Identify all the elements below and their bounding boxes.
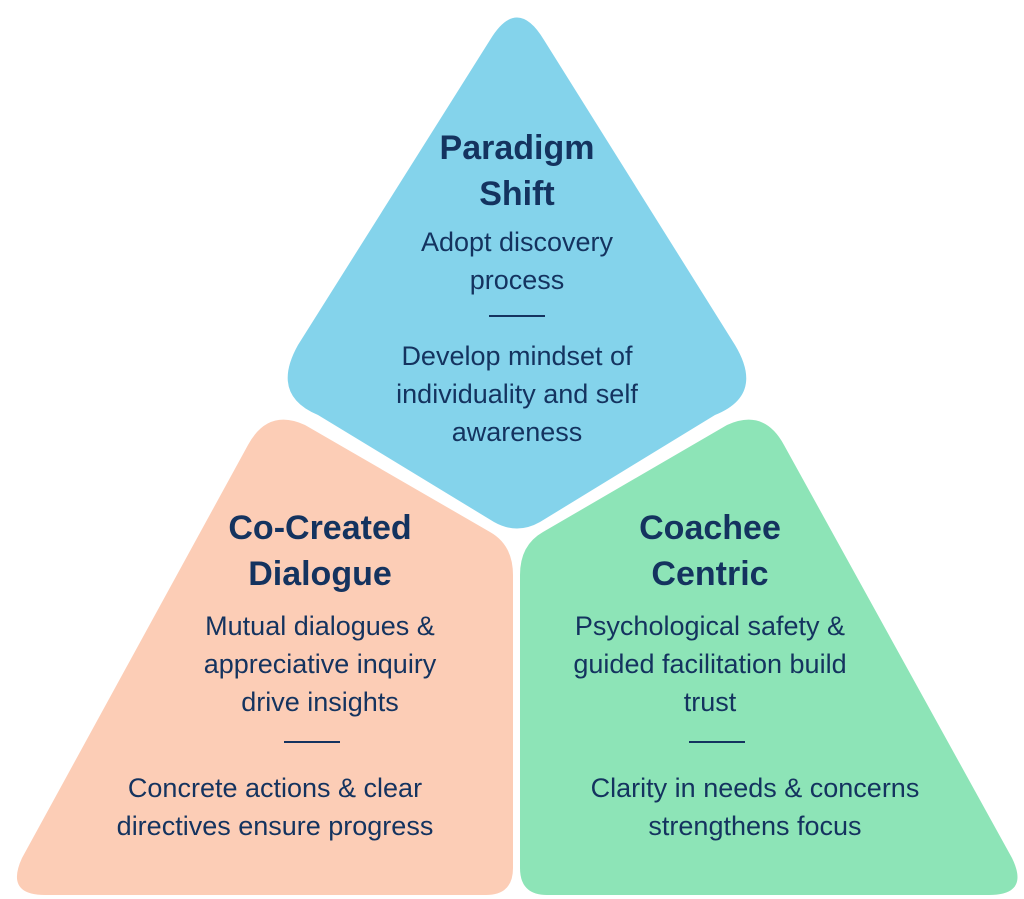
text-line: Develop mindset of: [401, 341, 633, 371]
title-line: Paradigm: [439, 129, 595, 167]
coachee-centric-content: Coachee Centric Psychological safety & g…: [530, 505, 980, 845]
text-line: strengthens focus: [648, 811, 862, 841]
paradigm-shift-title: Paradigm Shift: [337, 125, 697, 217]
text-line: Concrete actions & clear: [127, 773, 423, 803]
text-line: trust: [683, 687, 737, 717]
title-line: Centric: [651, 555, 769, 593]
text-line: directives ensure progress: [116, 811, 434, 841]
coachee-centric-point-1: Psychological safety & guided facilitati…: [530, 607, 980, 721]
coachee-centric-segment: [520, 419, 1018, 895]
co-created-dialogue-title: Co-Created Dialogue: [40, 505, 510, 597]
text-line: Mutual dialogues &: [205, 611, 435, 641]
text-line: awareness: [451, 417, 583, 447]
co-created-dialogue-segment: [16, 419, 514, 895]
divider: [489, 315, 545, 317]
text-line: individuality and self: [396, 379, 638, 409]
divider: [689, 741, 745, 743]
text-line: guided facilitation build: [573, 649, 847, 679]
paradigm-shift-content: Paradigm Shift Adopt discovery process D…: [337, 125, 697, 451]
co-created-dialogue-content: Co-Created Dialogue Mutual dialogues & a…: [40, 505, 510, 845]
co-created-dialogue-point-1: Mutual dialogues & appreciative inquiry …: [40, 607, 510, 721]
title-line: Coachee: [639, 509, 781, 547]
title-line: Shift: [479, 175, 555, 213]
text-line: Clarity in needs & concerns: [590, 773, 920, 803]
title-line: Dialogue: [248, 555, 392, 593]
text-line: appreciative inquiry: [203, 649, 437, 679]
paradigm-shift-point-2: Develop mindset of individuality and sel…: [337, 337, 697, 451]
paradigm-shift-point-1: Adopt discovery process: [337, 223, 697, 299]
title-line: Co-Created: [228, 509, 412, 547]
text-line: Adopt discovery: [420, 227, 614, 257]
text-line: drive insights: [241, 687, 399, 717]
text-line: Psychological safety &: [574, 611, 846, 641]
divider: [284, 741, 340, 743]
coachee-centric-point-2: Clarity in needs & concerns strengthens …: [530, 769, 980, 845]
coachee-centric-title: Coachee Centric: [530, 505, 980, 597]
text-line: process: [469, 265, 565, 295]
co-created-dialogue-point-2: Concrete actions & clear directives ensu…: [40, 769, 510, 845]
paradigm-shift-segment: [287, 17, 747, 529]
